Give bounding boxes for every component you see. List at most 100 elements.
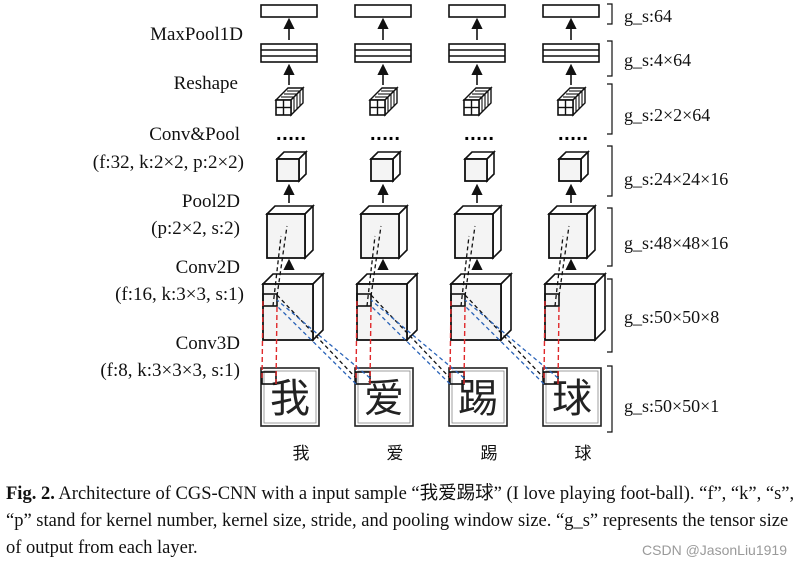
size-label-6: g_s:50×50×8 [624, 307, 719, 327]
red-dash-2a [355, 299, 358, 379]
input-char-box-inner [451, 370, 505, 424]
black-dash-up-4b [554, 235, 564, 307]
black-dash-up-3a [464, 225, 476, 297]
black-dash-cross-2 [370, 294, 451, 379]
char-label: 踢 [481, 444, 498, 464]
size-label-3: g_s:2×2×64 [624, 105, 710, 125]
bracket-6 [607, 278, 613, 353]
layer-label-pool2d: Pool2D [182, 191, 240, 212]
dots: ..... [464, 125, 494, 144]
red-dash-3b [463, 305, 466, 385]
size-label-4: g_s:24×24×16 [624, 169, 728, 189]
black-dash-up-4a [558, 225, 570, 297]
layer-label-conv3d: Conv3D [176, 333, 240, 354]
size-label-2: g_s:4×64 [624, 50, 691, 70]
figure-caption: Fig. 2. Architecture of CGS-CNN with a i… [6, 481, 796, 562]
output-bar [354, 4, 412, 18]
red-dash-3a [449, 299, 452, 379]
conv-cube [449, 272, 513, 342]
output-bar [260, 4, 318, 18]
red-dash-1a [261, 299, 264, 379]
pool-cube [359, 204, 409, 260]
left-labels: MaxPool1D Reshape Conv&Pool (f:32, k:2×2… [93, 24, 244, 381]
stacked-bars [260, 43, 318, 63]
black-dash-cross-3 [464, 294, 545, 379]
dots: ..... [370, 125, 400, 144]
input-char-box [354, 367, 414, 427]
column-2: .....爱爱 [354, 4, 419, 464]
size-label-7: g_s:50×50×1 [624, 396, 719, 416]
bracket-2 [607, 40, 613, 77]
watermark: CSDN @JasonLiu1919 [642, 542, 787, 558]
red-dash-4b [557, 305, 560, 385]
blue-dash-cross-1b [276, 299, 371, 379]
dots: ..... [558, 125, 588, 144]
output-bar [542, 4, 600, 18]
dots: ..... [276, 125, 306, 144]
blue-dash-cross-3a [464, 305, 545, 385]
right-sizes: g_s:64 g_s:4×64 g_s:2×2×64 g_s:24×24×16 … [607, 3, 728, 433]
char-label: 球 [575, 444, 592, 464]
layer-label-convpool: Conv&Pool [149, 124, 240, 145]
input-char-box [448, 367, 508, 427]
size-label-5: g_s:48×48×16 [624, 233, 728, 253]
small-cube [557, 150, 590, 183]
layer-label-reshape: Reshape [174, 73, 238, 94]
grid-cube [274, 86, 305, 117]
char-label: 我 [293, 444, 310, 464]
blue-dash-cross-2b [370, 299, 465, 379]
stacked-bars [448, 43, 506, 63]
caption-label: Fig. 2. [6, 484, 55, 504]
output-bar [448, 4, 506, 18]
black-dash-cross-1 [276, 294, 357, 379]
grid-cube [462, 86, 493, 117]
architecture-diagram: MaxPool1D Reshape Conv&Pool (f:32, k:2×2… [93, 3, 728, 464]
pool-cube [453, 204, 503, 260]
red-dash-2b [369, 305, 372, 385]
grid-cube [556, 86, 587, 117]
layer-label-maxpool1d: MaxPool1D [150, 24, 243, 45]
input-char-box-inner [357, 370, 411, 424]
small-cube [275, 150, 308, 183]
black-dash-up-1a [276, 225, 288, 297]
input-char-box-inner [263, 370, 317, 424]
bracket-7 [607, 365, 613, 433]
layer-params-conv2d: (f:16, k:3×3, s:1) [115, 284, 244, 305]
small-cube [463, 150, 496, 183]
pool-cube [547, 204, 597, 260]
conv-cube [261, 272, 325, 342]
layer-label-conv2d: Conv2D [176, 257, 240, 278]
kernel-square [544, 293, 560, 307]
pool-cube [265, 204, 315, 260]
input-char-box-inner [545, 370, 599, 424]
black-dash-up-3b [460, 235, 470, 307]
red-dash-1b [275, 305, 278, 385]
column-3: .....踢踢 [448, 4, 513, 464]
input-char-box [542, 367, 602, 427]
black-dash-up-2b [366, 235, 376, 307]
bracket-4 [607, 145, 613, 197]
layer-params-conv3d: (f:8, k:3×3×3, s:1) [100, 360, 240, 381]
bracket-1 [607, 3, 613, 25]
layer-params-pool2d: (p:2×2, s:2) [151, 218, 240, 239]
black-dash-up-2a [370, 225, 382, 297]
blue-dash-cross-3b [464, 299, 559, 379]
char-label: 爱 [387, 444, 404, 464]
column-4: .....球球 [542, 4, 607, 464]
columns: .....我我.....爱爱.....踢踢.....球球 [260, 4, 607, 464]
layer-params-convpool: (f:32, k:2×2, p:2×2) [93, 152, 244, 173]
bracket-3 [607, 83, 613, 135]
caption-text: Architecture of CGS-CNN with a input sam… [6, 484, 795, 558]
conv-cube [543, 272, 607, 342]
bracket-5 [607, 207, 613, 267]
column-1: .....我我 [260, 4, 325, 464]
stacked-bars [542, 43, 600, 63]
blue-dash-cross-1a [276, 305, 357, 385]
input-char-box [260, 367, 320, 427]
small-cube [369, 150, 402, 183]
conv-cube [355, 272, 419, 342]
size-label-1: g_s:64 [624, 6, 672, 26]
stacked-bars [354, 43, 412, 63]
black-dash-up-1b [272, 235, 282, 307]
blue-dash-cross-2a [370, 305, 451, 385]
